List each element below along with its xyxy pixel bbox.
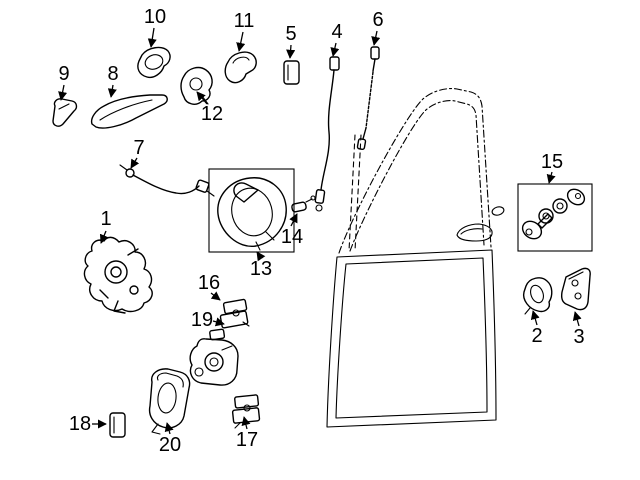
part-20-grommet-bracket-drawing [148, 368, 191, 435]
part-14-lock-barrel-screw-drawing [291, 195, 316, 213]
callout-6: 6 [372, 9, 384, 31]
part-8-outer-door-handle-drawing [90, 94, 168, 129]
part-18-spacer-pad-drawing [109, 412, 126, 438]
callout-7: 7 [133, 137, 145, 159]
part-15-lock-cylinder-key-set-box [517, 183, 593, 252]
callout-15: 15 [540, 151, 564, 173]
part-9-handle-end-cover-drawing [52, 98, 78, 127]
part-4-bowden-cable-drawing [314, 56, 340, 212]
callout-20: 20 [158, 434, 182, 456]
part-3-hinge-plate-drawing [560, 267, 591, 311]
callout-5: 5 [285, 23, 297, 45]
part-6-bowden-cable-spring-drawing [356, 46, 380, 151]
door-handle-recess-drawing [456, 206, 505, 242]
part-7-release-cable-drawing [119, 164, 215, 197]
callout-16: 16 [197, 272, 221, 294]
callout-18: 18 [68, 413, 92, 435]
callout-8: 8 [107, 63, 119, 85]
callout-3: 3 [573, 326, 585, 348]
door-latch-assembly-drawing [189, 328, 239, 386]
callout-19: 19 [190, 309, 214, 331]
callout-12: 12 [200, 103, 224, 125]
part-2-door-check-drawing [522, 277, 553, 315]
callout-arrows [58, 27, 582, 435]
callout-17: 17 [235, 429, 259, 451]
callout-9: 9 [58, 63, 70, 85]
part-11-handle-carrier-end-drawing [224, 51, 257, 84]
part-16-upper-hinge-drawing [219, 298, 250, 329]
callout-4: 4 [331, 21, 343, 43]
part-1-door-lock-actuator-drawing [83, 236, 153, 314]
callout-14: 14 [280, 226, 304, 248]
callout-10: 10 [143, 6, 167, 28]
callout-11: 11 [233, 10, 255, 32]
part-13-inner-door-handle-box [208, 168, 295, 253]
part-17-lower-hinge-drawing [231, 394, 261, 429]
callout-1: 1 [100, 208, 112, 230]
part-10-handle-cap-drawing [137, 46, 171, 79]
part-5-clip-block-drawing [283, 60, 300, 85]
car-door-outline-drawing [326, 88, 505, 428]
part-12-handle-bracket-drawing [180, 66, 213, 105]
callout-2: 2 [531, 325, 543, 347]
callout-13: 13 [249, 258, 273, 280]
